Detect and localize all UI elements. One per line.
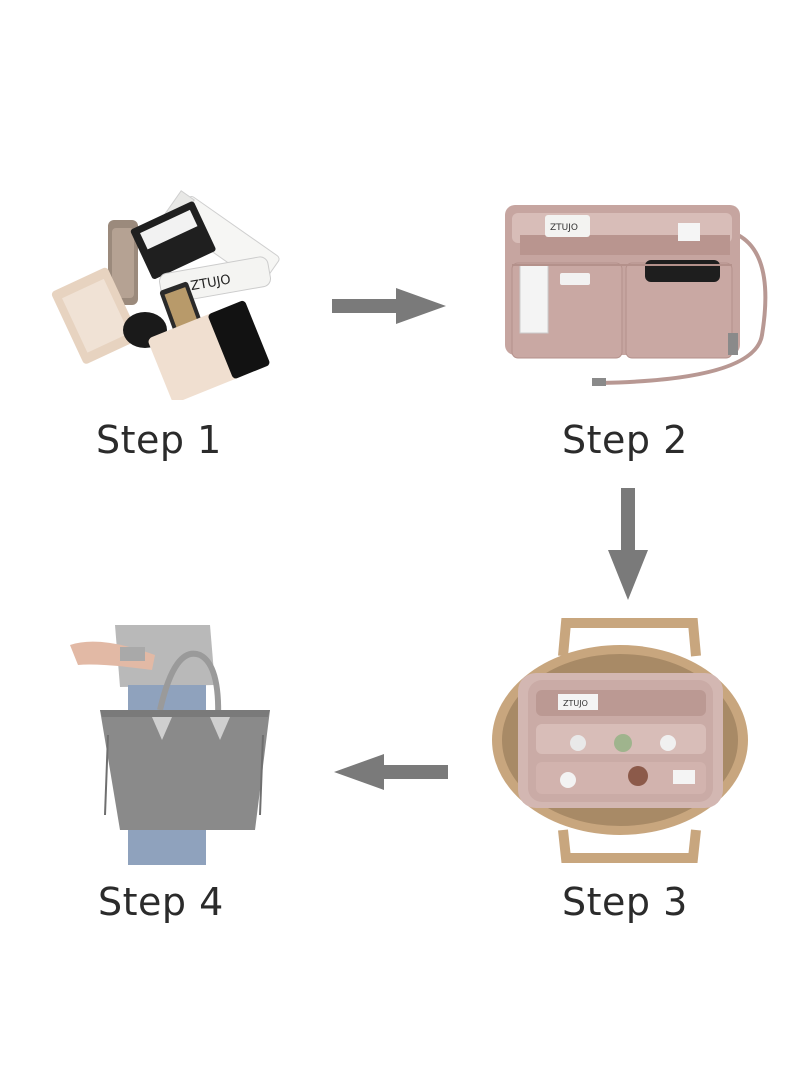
organizer-inside-tote-illustration: ZTUJO [492,618,748,863]
arrow-left-icon [334,754,448,790]
step-3-label: Step 3 [562,880,688,924]
step-4-label: Step 4 [98,880,224,924]
brand-text-step2: ZTUJO [550,223,578,233]
person-carrying-tote-illustration [70,625,270,865]
step-2-label: Step 2 [562,418,688,462]
arrow-down-icon [608,488,648,600]
step-1-label: Step 1 [96,418,222,462]
brand-text-step3: ZTUJO [563,699,588,708]
arrow-right-icon [332,288,446,324]
felt-organizer-insert-illustration: ZTUJO [505,205,768,386]
brand-text-step1: ZTUJO [190,272,232,294]
cosmetics-pile-illustration: ZTUJO [51,190,280,400]
